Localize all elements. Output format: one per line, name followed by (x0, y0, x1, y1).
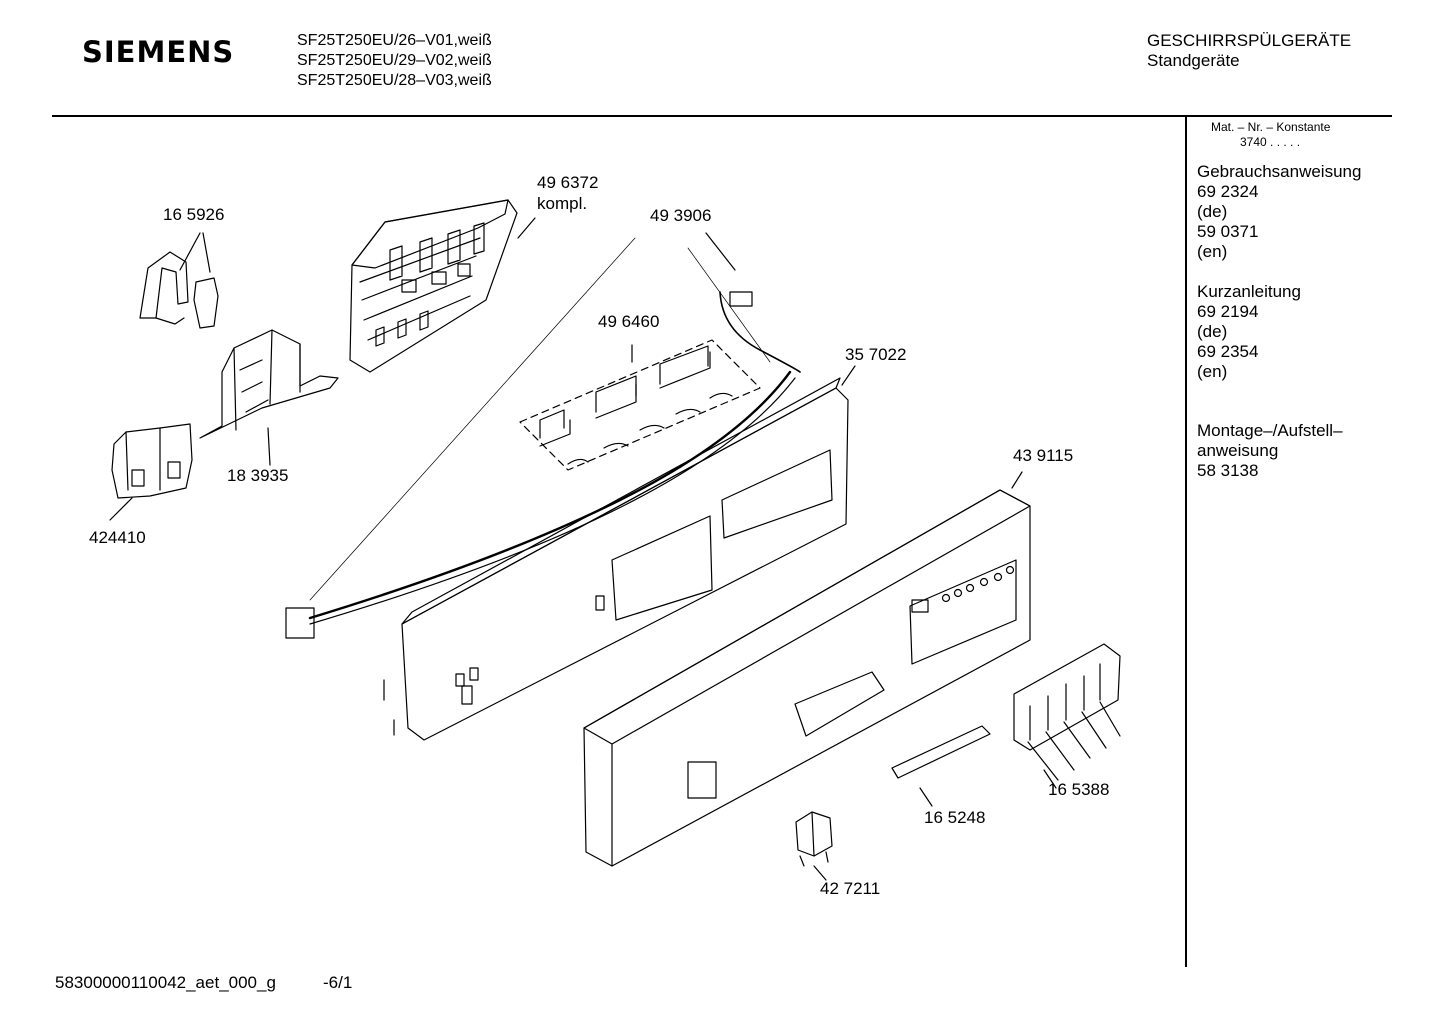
relay-part-424410 (109, 423, 193, 521)
doc-line: Gebrauchsanweisung (1197, 162, 1362, 181)
part-label-496372: 49 6372 (537, 173, 599, 192)
part-label-165388: 16 5388 (1048, 780, 1110, 799)
page-number: -6/1 (323, 973, 353, 992)
exploded-parts-drawing (109, 199, 1121, 881)
doc-line: Kurzanleitung (1197, 282, 1301, 301)
category-title: GESCHIRRSPÜLGERÄTE (1147, 31, 1352, 50)
part-label-496372-kompl: kompl. (537, 194, 588, 213)
model-line: SF25T250EU/29–V02,weiß (297, 52, 492, 69)
part-label-439115: 43 9115 (1013, 446, 1074, 465)
part-label-424410: 424410 (89, 528, 146, 547)
part-label-493906: 49 3906 (650, 206, 712, 225)
light-strip-part (891, 725, 991, 807)
doc-section-short-guide: Kurzanleitung 69 2194 (de) 69 2354 (en) (1197, 282, 1301, 382)
leader-line (705, 232, 736, 271)
leader-line (687, 247, 771, 363)
part-label-183935: 18 3935 (227, 466, 289, 485)
doc-line: 58 3138 (1197, 461, 1259, 480)
doc-section-user-manual: Gebrauchsanweisung 69 2324 (de) 59 0371 … (1197, 162, 1361, 262)
doc-line: anweisung (1197, 441, 1279, 460)
document-id: 58300000110042_aet_000_g (55, 973, 276, 992)
header-divider (52, 115, 1392, 117)
model-line: SF25T250EU/28–V03,weiß (297, 72, 492, 89)
doc-line: (de) (1197, 202, 1228, 221)
doc-line: (de) (1197, 322, 1228, 341)
part-label-165248: 16 5248 (924, 808, 986, 827)
subcategory-title: Standgeräte (1147, 51, 1240, 70)
doc-line: (en) (1197, 362, 1228, 381)
mat-number-value: 3740 . . . . . (1240, 135, 1301, 149)
doc-line: (en) (1197, 242, 1228, 261)
sidebar-divider (1185, 117, 1187, 967)
part-label-357022: 35 7022 (845, 345, 907, 364)
knob-part (795, 811, 833, 881)
part-label-165926: 16 5926 (163, 205, 225, 224)
clip-part-165926 (139, 232, 219, 329)
category-block: GESCHIRRSPÜLGERÄTE Standgeräte (1147, 31, 1351, 71)
doc-line: 59 0371 (1197, 222, 1259, 241)
doc-line: Montage–/Aufstell– (1197, 421, 1343, 440)
part-label-427211: 42 7211 (820, 879, 881, 898)
doc-section-installation: Montage–/Aufstell– anweisung 58 3138 (1197, 421, 1343, 481)
part-label-496460: 49 6460 (598, 312, 660, 331)
wire-harness-part (285, 291, 801, 639)
bracket-part-183935 (199, 329, 339, 466)
mat-number-title: Mat. – Nr. – Konstante (1211, 120, 1331, 134)
button-bar-part (1013, 643, 1121, 789)
inner-frame-part (383, 365, 856, 741)
model-line: SF25T250EU/26–V01,weiß (297, 32, 492, 49)
model-list: SF25T250EU/26–V01,weiß SF25T250EU/29–V02… (297, 31, 492, 91)
leader-line (309, 237, 636, 601)
control-module-part (349, 199, 536, 373)
brand-logo: SIEMENS (82, 35, 235, 69)
doc-line: 69 2354 (1197, 342, 1259, 361)
doc-line: 69 2194 (1197, 302, 1259, 321)
doc-line: 69 2324 (1197, 182, 1259, 201)
front-panel-part (583, 471, 1031, 867)
